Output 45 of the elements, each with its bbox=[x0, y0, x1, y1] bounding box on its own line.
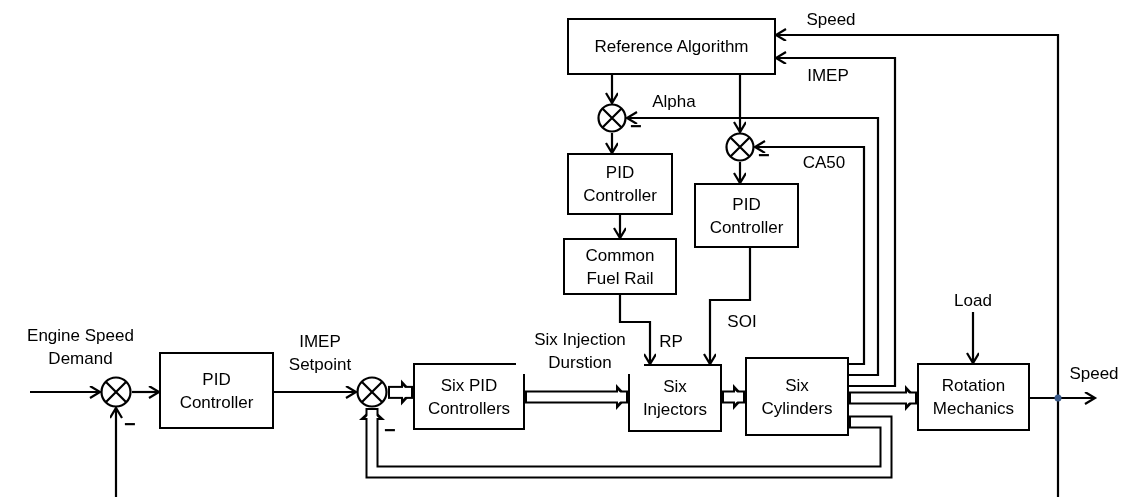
minus-sign: − bbox=[124, 414, 136, 434]
hollow-arrow bbox=[359, 408, 893, 479]
arrow bbox=[702, 248, 752, 366]
summing-junction bbox=[356, 376, 388, 408]
block-label: Six PID Controllers bbox=[426, 374, 512, 420]
block bbox=[567, 18, 776, 75]
block bbox=[567, 153, 673, 215]
block bbox=[917, 363, 1030, 431]
block-label: PID Controller bbox=[708, 193, 785, 239]
block-label: Reference Algorithm bbox=[594, 36, 749, 58]
block bbox=[413, 363, 525, 430]
summing-junction bbox=[597, 103, 627, 133]
block-label: Rotation Mechanics bbox=[931, 375, 1016, 420]
hollow-arrow bbox=[388, 379, 413, 406]
arrow bbox=[604, 75, 620, 105]
hollow-arrow bbox=[722, 384, 745, 410]
block bbox=[628, 364, 722, 432]
hollow-arrow bbox=[849, 385, 917, 411]
input-label: Load bbox=[943, 288, 1003, 312]
block-label: Common Fuel Rail bbox=[584, 244, 656, 290]
summing-junction bbox=[100, 376, 132, 408]
arrow bbox=[965, 312, 981, 365]
arrow bbox=[625, 110, 880, 377]
block-label: PID Controller bbox=[178, 368, 255, 414]
arrow bbox=[732, 162, 748, 185]
hollow-arrow bbox=[525, 384, 628, 410]
arrow bbox=[612, 215, 628, 240]
summing-junction bbox=[725, 132, 755, 162]
block-label: PID Controller bbox=[582, 162, 658, 207]
block bbox=[563, 238, 677, 295]
block bbox=[745, 357, 849, 436]
block bbox=[159, 352, 274, 429]
arrow bbox=[30, 384, 102, 400]
arrow bbox=[618, 295, 658, 366]
minus-sign: − bbox=[630, 116, 642, 136]
arrow bbox=[732, 75, 748, 134]
block-label: Six Injectors bbox=[641, 376, 709, 421]
arrow bbox=[274, 384, 358, 400]
arrow bbox=[132, 384, 161, 400]
block bbox=[694, 183, 799, 248]
arrow bbox=[753, 139, 866, 366]
block-label: Six Cylinders bbox=[760, 374, 834, 420]
minus-sign: − bbox=[758, 145, 770, 165]
minus-sign: − bbox=[384, 420, 396, 440]
arrow bbox=[604, 133, 620, 155]
